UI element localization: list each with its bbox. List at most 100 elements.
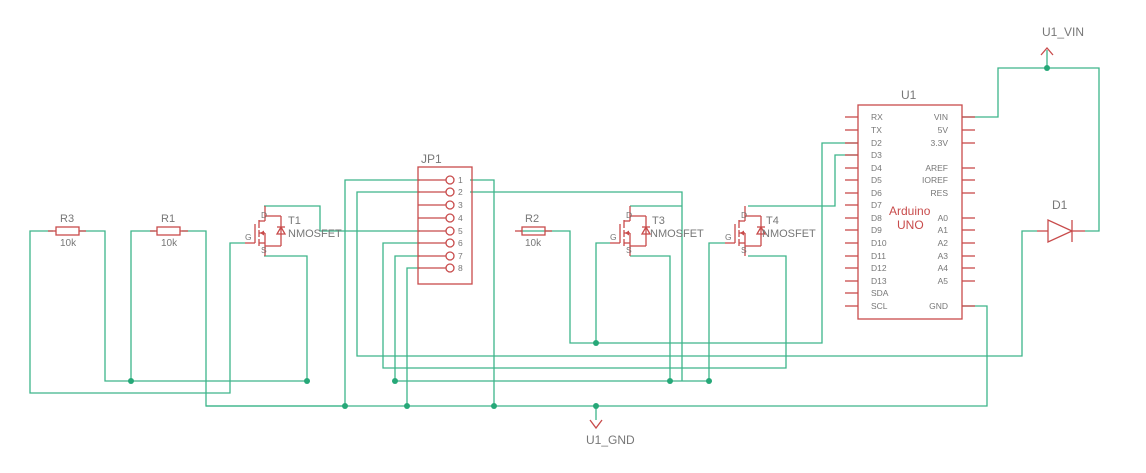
pin-label-a4: A4: [938, 263, 949, 273]
vin-label: U1_VIN: [1042, 25, 1084, 39]
connector-pin-number: 4: [458, 213, 463, 223]
mosfet-t1: D G S: [245, 206, 287, 256]
connector-pin: [445, 226, 455, 236]
wire-t3-gate: [595, 242, 610, 343]
connector-ref: JP1: [421, 152, 442, 166]
resistor-body: [55, 226, 80, 236]
pin-label-rx: RX: [871, 112, 883, 122]
pin-label-d9: D9: [871, 225, 882, 235]
diode-ref: D1: [1052, 198, 1068, 212]
connector-pin-number: 1: [458, 175, 463, 185]
connector-pin-number: 5: [458, 226, 463, 236]
pin-label-tx: TX: [871, 125, 882, 135]
wire-jp1-pin2: [356, 191, 1037, 357]
resistor-r2: R2 10k: [515, 213, 552, 249]
diode-icon: [1047, 218, 1074, 244]
resistor-r3: R3 10k: [48, 213, 86, 249]
junctions: [128, 65, 1050, 409]
gnd-arrow-icon: [589, 419, 603, 430]
wire-jp1-pin8: [406, 267, 420, 406]
drain-label: D: [626, 210, 632, 220]
mosfet-ref: T3: [652, 215, 665, 227]
arduino-left-pins: RX TX D2 D3 D4 D5 D6 D7 D8 D9 D10 D11 D1…: [845, 112, 889, 311]
mosfet-t4: D G S: [725, 206, 767, 256]
connector-pin: [445, 263, 455, 273]
mosfet-ref: T1: [288, 215, 301, 227]
connector-pin: [445, 200, 455, 210]
junction: [392, 378, 398, 384]
resistor-value: 10k: [525, 238, 542, 249]
arrow-icon: [740, 230, 744, 236]
pin-label-sda: SDA: [871, 288, 889, 298]
pin-label-vin: VIN: [934, 112, 948, 122]
arduino-body: [857, 104, 963, 320]
gnd-symbol: U1_GND: [586, 419, 635, 447]
connector-pin-number: 6: [458, 238, 463, 248]
junction: [593, 403, 599, 409]
wire-jp1-pin6: [382, 242, 787, 369]
junction: [342, 403, 348, 409]
pin-label-d11: D11: [871, 251, 886, 261]
pin-label-d8: D8: [871, 213, 882, 223]
gate-label: G: [245, 232, 252, 242]
junction: [1044, 65, 1050, 71]
arduino-model: UNO: [897, 218, 924, 232]
source-label: S: [626, 245, 632, 255]
wire-r1-right: [182, 230, 345, 407]
pin-label-res: RES: [931, 188, 949, 198]
arrow-icon: [260, 230, 264, 236]
mosfet-t3: D G S: [610, 206, 652, 256]
pin-label-a1: A1: [938, 225, 949, 235]
body-diode-icon: [755, 225, 767, 235]
arduino-name: Arduino: [889, 204, 931, 218]
resistor-ref: R1: [161, 213, 175, 225]
resistor-value: 10k: [60, 238, 77, 249]
wire-t4-gate: [708, 242, 725, 381]
source-label: S: [741, 245, 747, 255]
junction: [593, 340, 599, 346]
pin-label-d2: D2: [871, 138, 882, 148]
arduino-right-pins: VIN 5V 3.3V AREF IOREF RES A0 A1 A2 A3 A…: [922, 112, 975, 311]
wire-jp1-pin7: [394, 255, 420, 381]
wire-t3-source: [630, 255, 671, 381]
pin-label-a2: A2: [938, 238, 949, 248]
connector-pin: [445, 213, 455, 223]
wire-r3-right: [80, 230, 131, 382]
mosfet-type: NMOSFET: [288, 228, 342, 240]
gate-label: G: [725, 232, 732, 242]
wire-t4-drain: [748, 154, 858, 207]
body-diode-icon: [275, 225, 287, 235]
connector-pin: [445, 175, 455, 185]
resistor-ref: R2: [525, 213, 539, 225]
mosfet-ref: T4: [766, 215, 779, 227]
pin-label-d13: D13: [871, 276, 887, 286]
wire-r1-left: [130, 230, 155, 381]
body-diode-icon: [640, 225, 652, 235]
resistor-value: 10k: [161, 238, 178, 249]
pin-label-ioref: IOREF: [922, 175, 948, 185]
pin-label-d5: D5: [871, 175, 882, 185]
mosfet-type: NMOSFET: [650, 228, 704, 240]
connector-pin-number: 3: [458, 200, 463, 210]
wire-jp1-right-pin2: [470, 191, 683, 381]
wire-d2-to-r2: [596, 142, 858, 344]
connector-pin: [445, 238, 455, 248]
pin-label-d4: D4: [871, 163, 882, 173]
vin-symbol: U1_VIN: [1040, 25, 1084, 56]
arrow-icon: [625, 230, 629, 236]
pin-label-a0: A0: [938, 213, 949, 223]
drain-label: D: [741, 210, 747, 220]
connector-body: [417, 166, 473, 285]
resistor-r1: R1 10k: [150, 213, 188, 249]
diode-d1: D1: [1037, 198, 1085, 244]
pin-label-d12: D12: [871, 263, 887, 273]
pin-label-3v3: 3.3V: [931, 138, 949, 148]
arduino-ref: U1: [901, 88, 917, 102]
connector-pin: [445, 187, 455, 197]
connector-pin-number: 2: [458, 187, 463, 197]
pin-label-scl: SCL: [871, 301, 888, 311]
connector-pin: [445, 251, 455, 261]
junction: [304, 378, 310, 384]
wire-vin: [962, 67, 1100, 232]
pin-label-d3: D3: [871, 150, 882, 160]
